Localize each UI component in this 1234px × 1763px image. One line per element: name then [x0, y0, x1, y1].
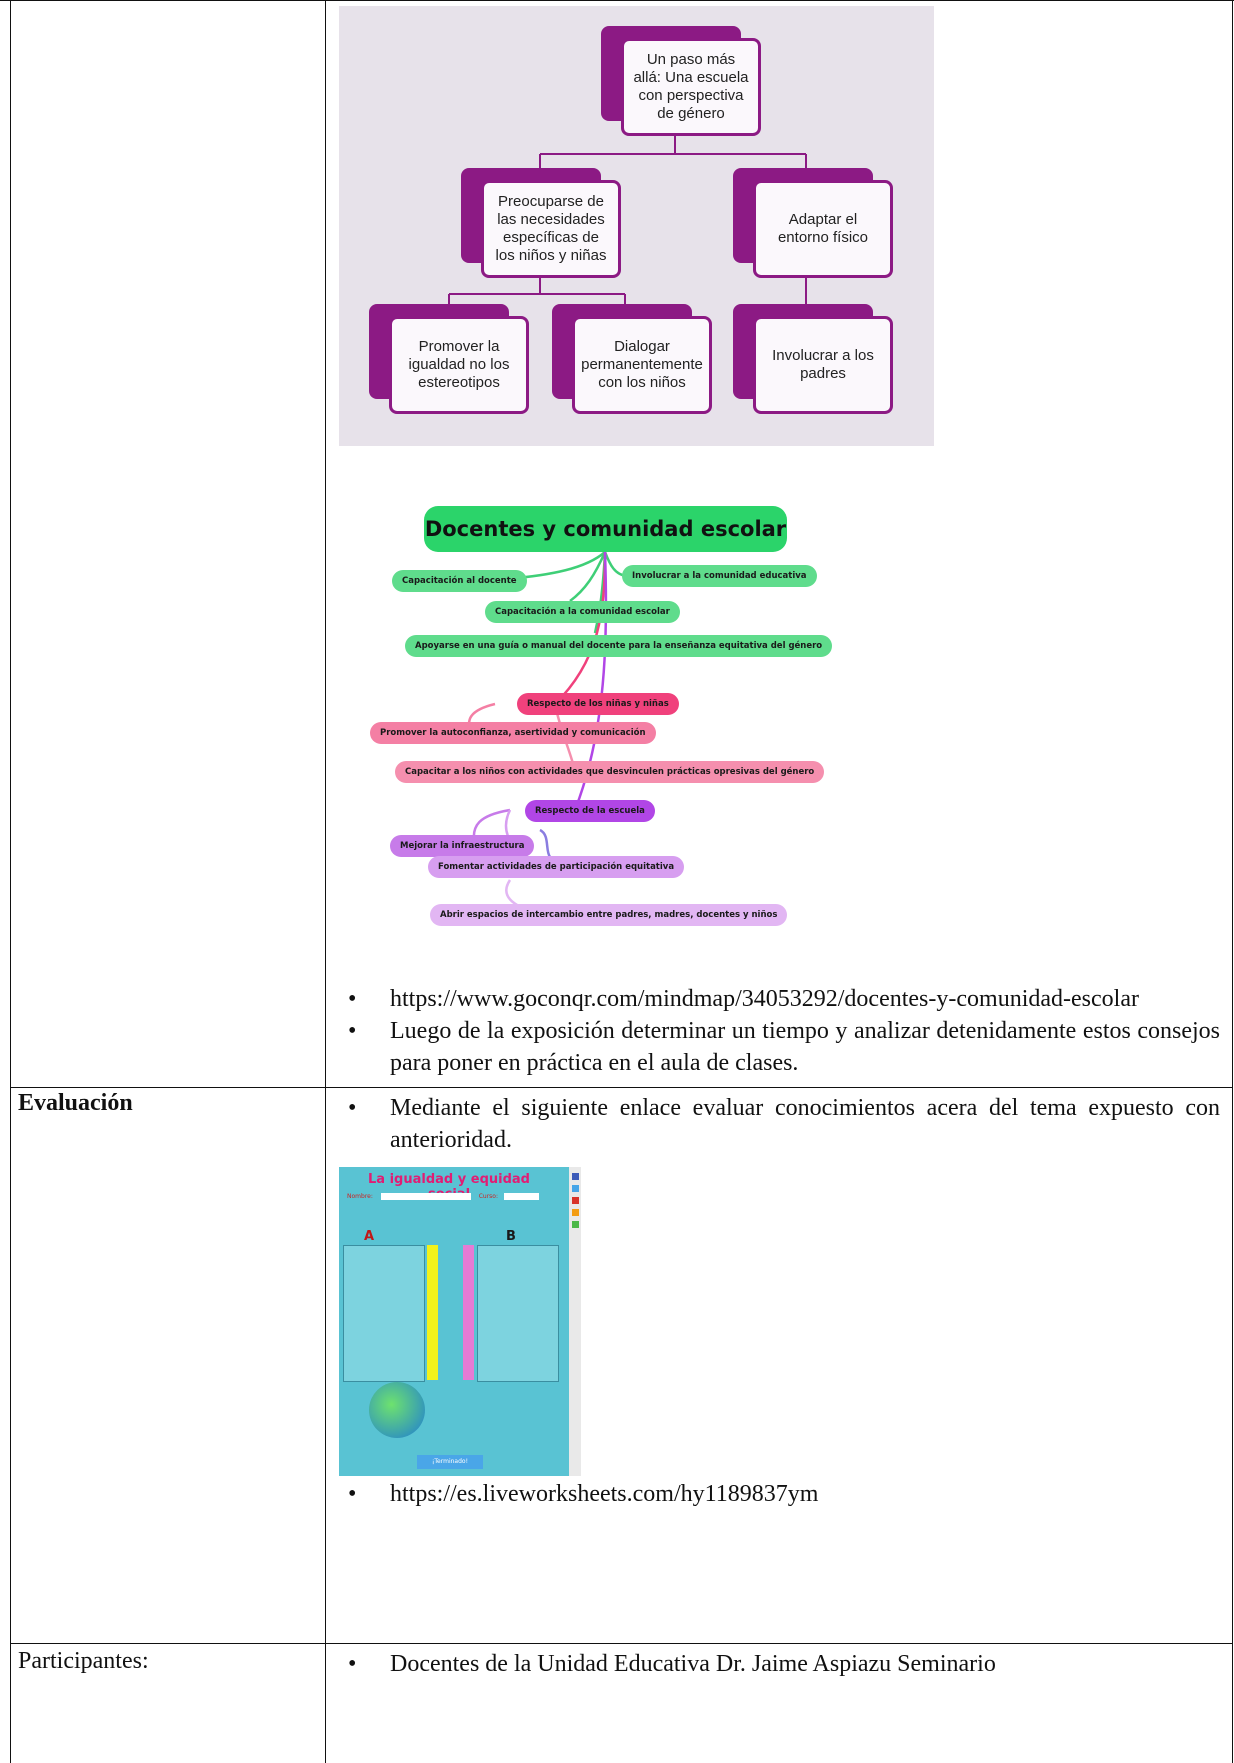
concept-right-branch-node: Adaptar el entorno físico	[733, 168, 893, 278]
worksheet-answer-column-b	[463, 1245, 474, 1380]
concept-map: Un paso más allá: Una escuela con perspe…	[339, 6, 934, 446]
bullet-text: Mediante el siguiente enlace evaluar con…	[390, 1095, 1220, 1153]
worksheet-course-field	[503, 1193, 539, 1200]
goconqr-link[interactable]: https://www.goconqr.com/mindmap/34053292…	[390, 986, 1139, 1012]
share-icon[interactable]	[572, 1185, 579, 1192]
igualdad-logo	[369, 1382, 425, 1438]
concept-leaf-node: Dialogar permanentemente con los niños	[552, 304, 712, 414]
worksheet-column-b: B	[506, 1229, 516, 1244]
concept-leaf-node: Involucrar a los padres	[733, 304, 893, 414]
mind-map-node: Capacitación a la comunidad escolar	[485, 601, 680, 623]
evaluacion-link-list: https://es.liveworksheets.com/hy1189837y…	[348, 1478, 1220, 1510]
table-top-border	[0, 0, 1234, 1]
list-item: Luego de la exposición determinar un tie…	[330, 1015, 1220, 1079]
worksheet-name-label: Nombre:	[347, 1193, 373, 1200]
worksheet-course-label: Curso:	[478, 1193, 498, 1200]
list-item: https://es.liveworksheets.com/hy1189837y…	[330, 1478, 1220, 1510]
evaluacion-bullet-list: Mediante el siguiente enlace evaluar con…	[348, 1092, 1220, 1156]
list-item: Mediante el siguiente enlace evaluar con…	[330, 1092, 1220, 1156]
worksheet-name-field	[380, 1193, 471, 1200]
mind-map-node: Respecto de la escuela	[525, 800, 655, 822]
bullet-text: Luego de la exposición determinar un tie…	[390, 1018, 1220, 1076]
concept-left-branch-node: Preocuparse de las necesidades específic…	[461, 168, 621, 278]
concept-leaf-node: Promover la igualdad no los estereotipos	[369, 304, 529, 414]
mind-map-node: Involucrar a la comunidad educativa	[622, 565, 817, 587]
mind-map-node: Mejorar la infraestructura	[390, 835, 535, 857]
row-divider-participantes	[10, 1643, 1233, 1644]
worksheet-answer-column-a	[427, 1245, 438, 1380]
worksheet-sidebar	[569, 1167, 581, 1476]
participantes-bullet-list: Docentes de la Unidad Educativa Dr. Jaim…	[348, 1648, 1220, 1680]
evaluacion-label: Evaluación	[18, 1090, 133, 1116]
mind-map-node: Fomentar actividades de participación eq…	[428, 856, 685, 878]
mind-map-node: Promover la autoconfianza, asertividad y…	[370, 722, 656, 744]
mind-map: Docentes y comunidad escolar Capacitació…	[360, 490, 833, 950]
left-col-border	[10, 0, 11, 1763]
mind-map-node: Apoyarse en una guía o manual del docent…	[405, 635, 833, 657]
bullet-text: Docentes de la Unidad Educativa Dr. Jaim…	[390, 1651, 996, 1677]
share-icon[interactable]	[572, 1221, 579, 1228]
concept-map-connectors	[448, 134, 807, 306]
mind-map-node: Abrir espacios de intercambio entre padr…	[430, 904, 788, 926]
finish-button[interactable]: ¡Terminado!	[417, 1455, 483, 1469]
worksheet-table-b	[477, 1245, 559, 1382]
mind-map-node: Capacitación al docente	[392, 570, 527, 592]
column-divider	[325, 0, 326, 1763]
share-icon[interactable]	[572, 1173, 579, 1180]
worksheet-thumbnail: La igualdad y equidad social Nombre: Cur…	[339, 1167, 581, 1476]
worksheet-name-row: Nombre: Curso:	[347, 1193, 539, 1200]
worksheet-column-a: A	[364, 1229, 375, 1244]
list-item: https://www.goconqr.com/mindmap/34053292…	[330, 983, 1220, 1015]
content-bullet-list: https://www.goconqr.com/mindmap/34053292…	[348, 983, 1220, 1079]
right-col-border	[1232, 0, 1233, 1763]
worksheet-table-a	[343, 1245, 425, 1382]
row-divider-evaluacion	[10, 1087, 1233, 1088]
list-item: Docentes de la Unidad Educativa Dr. Jaim…	[330, 1648, 1220, 1680]
mind-map-title: Docentes y comunidad escolar	[424, 506, 787, 552]
concept-root-node: Un paso más allá: Una escuela con perspe…	[601, 26, 761, 136]
share-icon[interactable]	[572, 1209, 579, 1216]
liveworksheets-link[interactable]: https://es.liveworksheets.com/hy1189837y…	[390, 1481, 819, 1507]
share-icon[interactable]	[572, 1197, 579, 1204]
mind-map-connectors	[467, 551, 628, 917]
mind-map-node: Capacitar a los niños con actividades qu…	[395, 761, 825, 783]
participantes-label: Participantes:	[18, 1648, 149, 1674]
mind-map-node: Respecto de los niñas y niñas	[517, 693, 679, 715]
